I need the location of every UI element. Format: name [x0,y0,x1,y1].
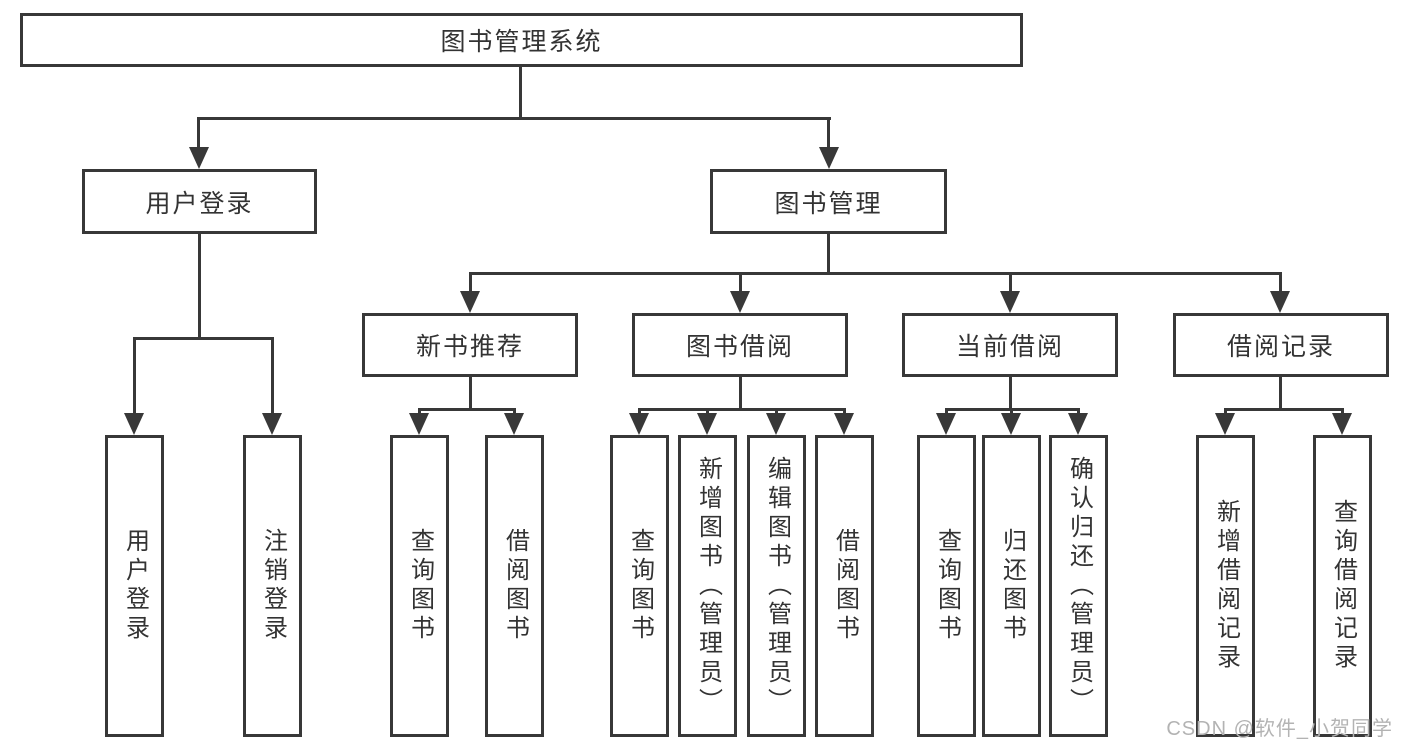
connector-login-rail [133,337,274,340]
arrow-down-icon [697,413,717,435]
node-root: 图书管理系统 [20,13,1023,67]
connector-root-drop-right [827,117,830,153]
leaf-borrow-books-label: 借阅图书 [831,528,859,644]
node-new-book-recommend: 新书推荐 [362,313,578,377]
arrow-down-icon [124,413,144,435]
leaf-logout-label: 注销登录 [259,528,287,644]
connector-login-drop-1 [133,337,136,425]
arrow-down-icon [1215,413,1235,435]
node-root-label: 图书管理系统 [440,28,603,56]
watermark-text: CSDN @软件_小贺同学 [1166,718,1393,740]
node-book-borrow-label: 图书借阅 [685,333,794,361]
arrow-down-icon [504,413,524,435]
node-user-login-label: 用户登录 [145,189,254,218]
leaf-query-books-recommend: 查询图书 [390,435,449,737]
node-book-borrow: 图书借阅 [632,313,848,377]
node-book-management-label: 图书管理 [774,189,883,218]
connector-borrow-rail [638,408,846,411]
leaf-return-book: 归还图书 [982,435,1041,737]
connector-records-rail [1224,408,1344,411]
leaf-query-books-current: 查询图书 [917,435,976,737]
leaf-query-books-borrow-label: 查询图书 [626,528,654,644]
leaf-borrow-books-recommend-label: 借阅图书 [501,528,529,644]
connector-mgmt-rail [469,272,1282,275]
arrow-down-icon [1270,291,1290,313]
node-book-management: 图书管理 [710,169,947,234]
connector-mgmt-drop-4 [1279,272,1282,297]
leaf-user-login-label: 用户登录 [121,528,149,644]
arrow-down-icon [936,413,956,435]
connector-mgmt-drop-1 [469,272,472,297]
arrow-down-icon [1001,413,1021,435]
connector-mgmt-drop-2 [739,272,742,297]
leaf-add-borrow-record-label: 新增借阅记录 [1212,499,1240,673]
arrow-down-icon [629,413,649,435]
leaf-confirm-return-admin: 确认归还（管理员） [1049,435,1108,737]
node-user-login: 用户登录 [82,169,317,234]
connector-root-stem [519,64,522,120]
leaf-borrow-books: 借阅图书 [815,435,874,737]
leaf-confirm-return-admin-label: 确认归还（管理员） [1065,455,1093,717]
arrow-down-icon [409,413,429,435]
leaf-query-books-recommend-label: 查询图书 [406,528,434,644]
leaf-edit-book-admin: 编辑图书（管理员） [747,435,806,737]
node-borrow-records: 借阅记录 [1173,313,1389,377]
leaf-query-books-borrow: 查询图书 [610,435,669,737]
connector-borrow-stem [739,374,742,411]
arrow-down-icon [1000,291,1020,313]
connector-root-drop-left [197,117,200,153]
leaf-logout: 注销登录 [243,435,302,737]
leaf-query-borrow-record-label: 查询借阅记录 [1329,499,1357,673]
node-new-book-recommend-label: 新书推荐 [415,333,524,361]
leaf-user-login: 用户登录 [105,435,164,737]
connector-login-stem [198,231,201,340]
connector-login-drop-2 [271,337,274,425]
node-current-borrow-label: 当前借阅 [955,333,1064,361]
arrow-down-icon [730,291,750,313]
connector-recommend-rail [418,408,516,411]
node-current-borrow: 当前借阅 [902,313,1118,377]
arrow-down-icon [460,291,480,313]
connector-mgmt-stem [827,231,830,275]
connector-recommend-stem [469,374,472,411]
arrow-down-icon [189,147,209,169]
connector-mgmt-drop-3 [1009,272,1012,297]
arrow-down-icon [819,147,839,169]
arrow-down-icon [262,413,282,435]
connector-root-rail [198,117,831,120]
leaf-add-book-admin-label: 新增图书（管理员） [694,455,722,717]
leaf-return-book-label: 归还图书 [998,528,1026,644]
arrow-down-icon [1332,413,1352,435]
leaf-add-book-admin: 新增图书（管理员） [678,435,737,737]
leaf-query-books-current-label: 查询图书 [933,528,961,644]
node-borrow-records-label: 借阅记录 [1226,333,1335,361]
leaf-add-borrow-record: 新增借阅记录 [1196,435,1255,737]
arrow-down-icon [1068,413,1088,435]
arrow-down-icon [834,413,854,435]
connector-records-stem [1279,374,1282,411]
arrow-down-icon [766,413,786,435]
leaf-query-borrow-record: 查询借阅记录 [1313,435,1372,737]
leaf-borrow-books-recommend: 借阅图书 [485,435,544,737]
leaf-edit-book-admin-label: 编辑图书（管理员） [763,455,791,717]
connector-current-stem [1009,374,1012,411]
